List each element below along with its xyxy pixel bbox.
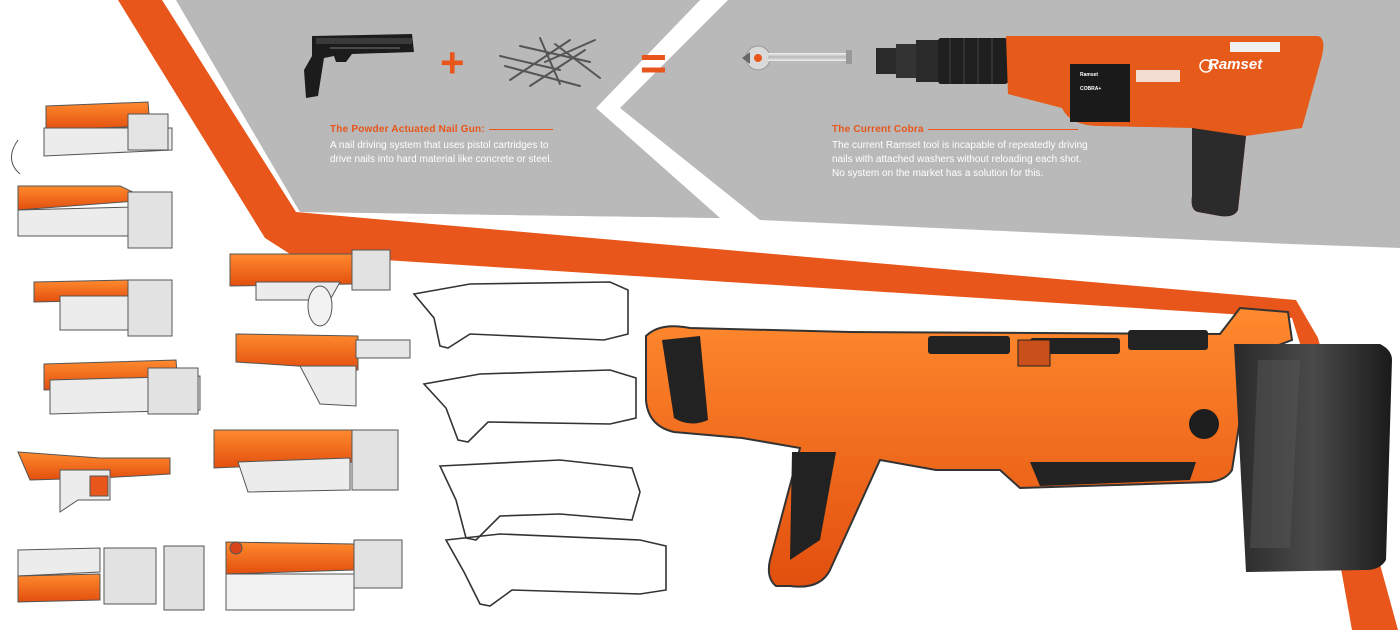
sketch-concept: [412, 281, 667, 607]
caption-line: A nail driving system that uses pistol c…: [330, 140, 549, 151]
ramset-cobra-tool-image: [876, 36, 1324, 217]
caption-cobra-title: The Current Cobra: [832, 124, 924, 135]
caption-title-row: The Current Cobra: [832, 124, 1102, 135]
pistol-icon: [304, 34, 414, 98]
caption-powder-gun: The Powder Actuated Nail Gun: A nail dri…: [330, 124, 580, 167]
caption-powder-body: A nail driving system that uses pistol c…: [330, 139, 580, 167]
caption-current-cobra: The Current Cobra The current Ramset too…: [832, 124, 1102, 181]
caption-line: The current Ramset tool is incapable of …: [832, 140, 1088, 151]
nails-icon: [499, 37, 601, 87]
plus-sign: +: [440, 39, 465, 86]
caption-line: drive nails into hard material like conc…: [330, 154, 553, 165]
product-label-model: COBRA+: [1080, 86, 1102, 92]
equals-sign: =: [640, 37, 667, 89]
caption-divider: [927, 129, 1078, 130]
caption-powder-title: The Powder Actuated Nail Gun:: [330, 124, 485, 135]
caption-divider: [488, 129, 553, 130]
product-brand: Ramset: [1208, 56, 1263, 73]
caption-cobra-body: The current Ramset tool is incapable of …: [832, 139, 1102, 181]
caption-line: nails with attached washers without relo…: [832, 154, 1082, 165]
sketch-concept: [213, 249, 411, 611]
caption-title-row: The Powder Actuated Nail Gun:: [330, 124, 580, 135]
caption-line: No system on the market has a solution f…: [832, 168, 1044, 179]
washer-nail-icon: [742, 45, 852, 71]
product-label-brand: Ramset: [1080, 72, 1099, 78]
sketch-concept: [645, 306, 1392, 588]
sketch-concept: [11, 101, 205, 611]
